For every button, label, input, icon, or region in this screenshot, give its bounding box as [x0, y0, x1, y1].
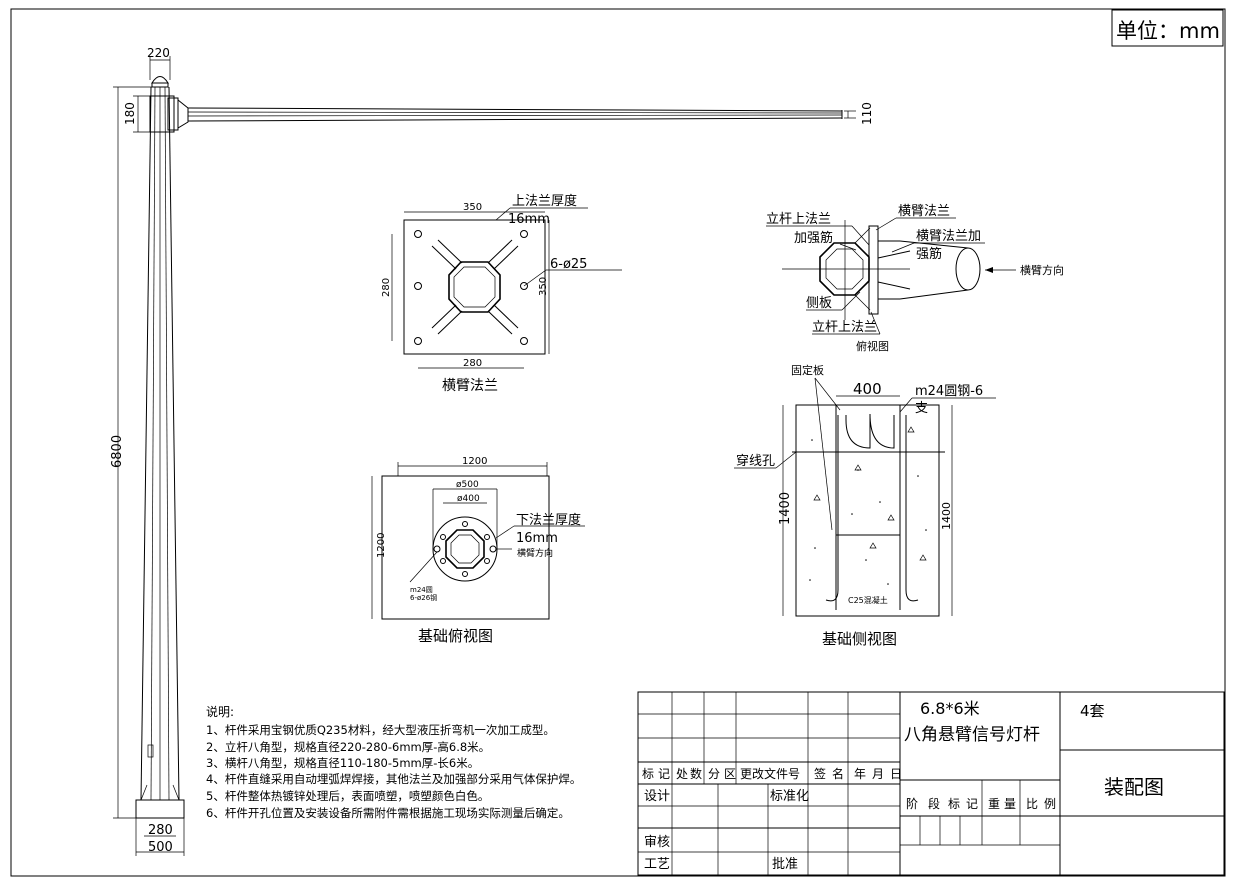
rev-h-11: 日 — [890, 767, 902, 781]
top-view: 立杆上法兰 加强筋 横臂法兰 横臂法兰加 强筋 横臂方向 侧板 立杆上法兰 俯视… — [766, 204, 1064, 353]
fs-concrete: C25混凝土 — [848, 595, 888, 605]
note-line-3: 3、横杆八角型，规格直径110-180-5mm厚-长6米。 — [206, 756, 479, 770]
rev-h-7: 签 — [814, 766, 826, 781]
note-line-1: 1、杆件采用宝钢优质Q235材料，经大型液压折弯机一次加工成型。 — [206, 723, 555, 737]
tb-project-2: 八角悬臂信号灯杆 — [904, 725, 1040, 745]
stage-h-0: 阶 — [906, 797, 918, 811]
tb-drawing-name: 装配图 — [1104, 775, 1164, 799]
tv-pole-flange-top: 立杆上法兰 — [766, 212, 831, 227]
pole-base — [135, 799, 185, 819]
stage-h-6: 比 — [1026, 797, 1038, 811]
unit-box — [1111, 9, 1224, 47]
fs-hole: 穿线孔 — [736, 453, 775, 469]
tb-project-1: 6.8*6米 — [920, 699, 980, 718]
fp-dia-inner: ø400 — [457, 494, 480, 504]
rev-h-6: 更改文件号 — [740, 766, 800, 781]
af-left-dim: 280 — [381, 278, 392, 297]
tv-direction: 横臂方向 — [1020, 263, 1064, 277]
fp-direction: 横臂方向 — [517, 547, 553, 559]
dim-arm-right: 110 — [860, 102, 874, 125]
dim-bottom-2: 500 — [148, 840, 173, 855]
rev-h-3: 数 — [690, 766, 702, 781]
tb-quantity: 4套 — [1080, 702, 1105, 720]
arm-connection — [149, 95, 175, 133]
pole-elevation: 220 180 6800 110 280 500 — [110, 46, 874, 856]
tv-arm-flange: 横臂法兰 — [898, 204, 950, 219]
rev-h-4: 分 — [708, 767, 720, 781]
stage-h-5: 量 — [1004, 797, 1016, 811]
note-line-5: 5、杆件整体热镀锌处理后，表面喷塑，喷塑颜色白色。 — [206, 789, 489, 803]
tv-arm-rib-2: 强筋 — [916, 246, 942, 262]
fs-width-dim: 400 — [853, 380, 882, 398]
unit-label: 单位：mm — [1116, 19, 1220, 43]
stage-h-7: 例 — [1044, 797, 1056, 811]
fs-title: 基础侧视图 — [822, 630, 897, 648]
tb-design: 设计 — [644, 789, 670, 804]
arm-flange-plate — [403, 219, 546, 355]
rev-h-0: 标 — [642, 767, 654, 781]
tb-review: 审核 — [644, 835, 670, 850]
fs-plate: 固定板 — [791, 363, 824, 377]
fs-bolt-suffix: 支 — [915, 401, 928, 416]
concrete-dots — [809, 439, 927, 585]
note-line-2: 2、立杆八角型，规格直径220-280-6mm厚-高6.8米。 — [206, 740, 490, 754]
tb-approve: 批准 — [772, 857, 798, 872]
dim-height: 6800 — [110, 435, 125, 468]
stage-h-4: 重 — [988, 797, 1000, 811]
arm-flange-octagon-outer — [448, 261, 501, 313]
fp-thickness-value: 16mm — [516, 531, 558, 546]
rev-h-10: 月 — [872, 767, 884, 781]
fp-dia-outer: ø500 — [456, 480, 479, 490]
af-right-dim: 350 — [538, 277, 549, 296]
arm-flange-view: 350 280 350 280 上法兰厚度 16mm 6-ø25 横臂法兰 — [381, 193, 622, 394]
dim-arm-left: 180 — [123, 102, 137, 125]
stage-h-2: 标 — [948, 797, 960, 811]
tv-side-plate: 侧板 — [806, 296, 832, 311]
af-title: 横臂法兰 — [442, 378, 498, 394]
fp-thickness-label: 下法兰厚度 — [516, 512, 581, 528]
rev-h-5: 区 — [724, 767, 736, 781]
tb-standard: 标准化 — [770, 789, 809, 804]
tv-rib: 加强筋 — [794, 230, 833, 246]
fs-right-dim: 1400 — [940, 502, 953, 530]
tv-pole-flange-bottom: 立杆上法兰 — [812, 320, 877, 335]
notes-block: 说明: 1、杆件采用宝钢优质Q235材料，经大型液压折弯机一次加工成型。 2、立… — [206, 704, 581, 820]
fp-height-dim: 1200 — [376, 533, 387, 558]
pole-cap — [151, 76, 169, 84]
stage-h-3: 记 — [966, 797, 978, 811]
fs-left-dim: 1400 — [778, 492, 793, 525]
notes-heading: 说明: — [206, 704, 234, 719]
af-thickness-value: 16mm — [508, 212, 550, 227]
rev-h-9: 年 — [854, 767, 866, 781]
rev-h-1: 记 — [658, 767, 670, 781]
pole-cap-base — [151, 82, 169, 88]
af-thickness-label: 上法兰厚度 — [512, 193, 577, 209]
fp-width-dim: 1200 — [462, 456, 487, 467]
fp-bolt-1: m24圆 — [410, 586, 433, 594]
fs-bolt-label: m24圆钢-6 — [915, 384, 983, 399]
foundation-side: 400 固定板 m24圆钢-6 支 穿线孔 1400 1400 C25混凝土 基… — [734, 363, 996, 648]
tv-title: 俯视图 — [856, 339, 889, 353]
tv-arm-rib-1: 横臂法兰加 — [916, 229, 981, 244]
dim-bottom-1: 280 — [148, 823, 173, 838]
foundation-plan: 1200 ø500 ø400 1200 下法兰厚度 16mm 横臂方向 m24圆… — [371, 456, 585, 645]
af-hole-label: 6-ø25 — [550, 257, 587, 272]
stage-h-1: 段 — [928, 796, 940, 811]
rev-h-8: 名 — [832, 766, 844, 781]
af-bottom-dim: 280 — [463, 358, 482, 369]
title-block: 标 记 处 数 分 区 更改文件号 签 名 年 月 日 设计 标准化 审核 工艺… — [637, 691, 1225, 876]
sheet-border — [10, 8, 1226, 877]
note-line-6: 6、杆件开孔位置及安装设备所需附件需根据施工现场实际测量后确定。 — [206, 806, 570, 820]
dim-top: 220 — [147, 46, 170, 60]
fp-bolt-2: 6-ø26钢 — [410, 593, 437, 602]
note-line-4: 4、杆件直缝采用自动埋弧焊焊接，其他法兰及加强部分采用气体保护焊。 — [206, 772, 581, 786]
rev-h-2: 处 — [676, 767, 688, 781]
fp-title: 基础俯视图 — [418, 627, 493, 645]
af-top-width: 350 — [463, 202, 482, 213]
tb-process: 工艺 — [644, 857, 670, 872]
